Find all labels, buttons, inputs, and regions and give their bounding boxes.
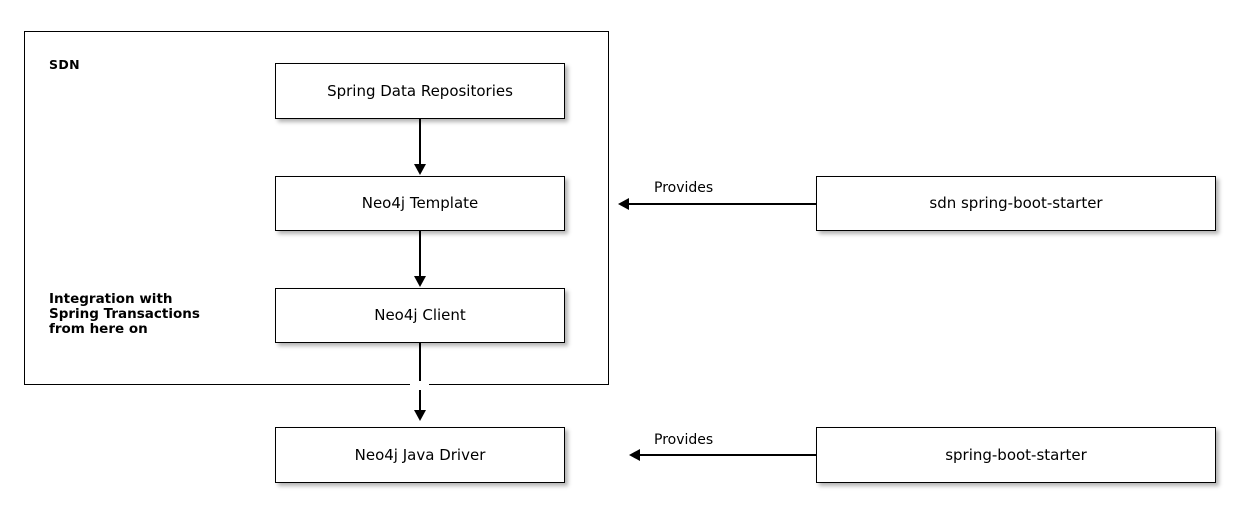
integration-note: Integration with Spring Transactions fro… (49, 291, 200, 338)
edge-boot-starter-provides-line (639, 454, 816, 456)
node-neo4j-java-driver[interactable]: Neo4j Java Driver (275, 427, 565, 483)
node-spring-data-repositories[interactable]: Spring Data Repositories (275, 63, 565, 119)
container-border-gap (410, 381, 429, 390)
edge-sdn-starter-provides-line (628, 203, 816, 205)
node-sdn-spring-boot-starter[interactable]: sdn spring-boot-starter (816, 176, 1216, 231)
edge-boot-starter-provides-arrowhead (629, 448, 640, 461)
node-neo4j-template-label: Neo4j Template (361, 194, 479, 212)
edge-repositories-to-template-arrowhead (413, 164, 426, 175)
sdn-container-label: SDN (49, 57, 81, 72)
edge-sdn-starter-provides-label: Provides (654, 180, 714, 196)
edge-repositories-to-template-line (419, 119, 421, 165)
sdn-container (24, 31, 609, 385)
node-spring-boot-starter-label: spring-boot-starter (945, 445, 1087, 464)
edge-boot-starter-provides-label: Provides (654, 432, 714, 448)
edge-template-to-client-line (419, 231, 421, 277)
edge-sdn-starter-provides-arrowhead (618, 197, 629, 210)
node-spring-data-repositories-label: Spring Data Repositories (327, 81, 513, 100)
node-sdn-spring-boot-starter-label: sdn spring-boot-starter (929, 194, 1103, 212)
node-neo4j-client-label: Neo4j Client (374, 306, 466, 324)
node-spring-boot-starter[interactable]: spring-boot-starter (816, 427, 1216, 483)
node-neo4j-client[interactable]: Neo4j Client (275, 288, 565, 343)
edge-template-to-client-arrowhead (413, 276, 426, 287)
edge-client-to-driver-arrowhead (413, 410, 426, 421)
edge-client-to-driver-line (419, 343, 421, 411)
node-neo4j-template[interactable]: Neo4j Template (275, 176, 565, 231)
node-neo4j-java-driver-label: Neo4j Java Driver (354, 445, 486, 464)
